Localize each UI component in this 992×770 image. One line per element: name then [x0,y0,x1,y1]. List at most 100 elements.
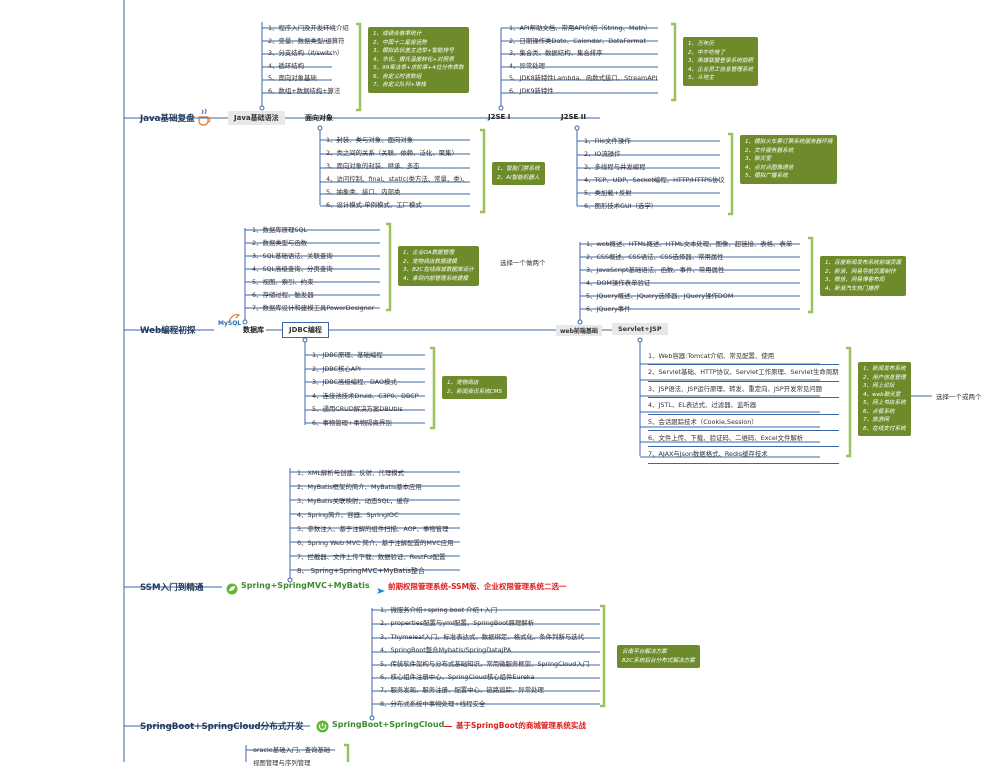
list-jdbc: 1、JDBC原理、基础编程 2、JDBC核心API 3、JDBC高级编程、DAO… [312,349,419,431]
list-item: 5、传统软件架构与分布式基础知识、常用微服务框架、SpringCloud入门 [380,659,590,668]
green-note-syntax: 1、成绩合格率统计 2、中国十二星座运势 3、模拟此状盖主选举+智能排号 4、华… [368,27,469,93]
list-item: 3、面向对象的封装、继承、多态 [326,162,420,170]
node-ssm[interactable]: Spring+SpringMVC+MyBatis [241,581,370,590]
list-item: 6、数组+数据结构+算法 [268,86,341,95]
note-choose-db: 选择一个做两个 [500,259,546,267]
note-line: 1、新闻发布系统 [863,366,906,372]
list-item: 2、类之间的关系（关联、依赖、泛化、聚集） [326,149,458,157]
list-item: 8、分布式系统中事物处理+线程安全 [380,699,486,708]
list-item: 5、类加载+反射 [584,189,632,197]
list-item: 6、设计模式:单例模式、工厂模式 [326,201,422,209]
list-j2se-2: 1、File文件操作 2、IO流操作 3、多线程与并发编程 4、TCP、UDP、… [584,135,725,213]
list-item: 4、异常处理 [509,61,546,70]
list-item: 3、JSP语法、JSP运行原理、转发、重定向、JSP开发常见问题 [648,382,839,399]
list-item: 6、JDK9新特性 [509,86,554,95]
node-servlet-jsp[interactable]: Servlet+JSP [612,323,668,335]
list-item: 4、连接池技术Druid、C3P0、DBCP [312,391,419,400]
list-j2se-1: 1、API帮助文档、常用API介绍（String、Math） 2、日期操作类Da… [509,22,657,97]
list-item: 4、DOM操作表单验证 [586,279,651,287]
green-note-j2se-1: 1、万年历 2、中午吃啥了 3、英雄联盟登录系统拍照 4、企业员工信息管理系统 … [683,37,759,86]
node-springboot[interactable]: SpringBoot+SpringCloud [332,720,445,729]
list-item: 4、SQL高级查询、分页查询 [252,265,333,273]
mysql-logo-text: MySQL [218,320,242,327]
note-line: 7、自定义队列+堆栈 [373,82,426,88]
spring-leaf-icon [226,580,238,599]
note-line: 2、用户信息管理 [863,374,906,381]
power-icon [316,718,329,737]
note-choose-servlet: 选择一个或两个 [936,393,982,401]
node-j2se-1[interactable]: J2SE I [488,113,511,121]
note-line: 3、英雄联盟登录系统拍照 [688,58,754,64]
main-topic-ssm[interactable]: SSM入门到精通 [140,583,204,593]
list-item: 5、视图、索引、约束 [252,278,314,286]
list-item: 2、JDBC核心API [312,364,361,373]
list-ssm: 1、XML解析与创建、反射、代理模式 2、MyBatis框架的简介、MyBati… [297,466,454,578]
list-item: 5、抽象类、接口、内部类 [326,188,401,196]
dash-divider [444,726,452,727]
green-note-jdbc: 1、宠物商店 2、新闻资讯系统CMS [442,376,507,399]
list-servlet: 1、Web容器:Tomcat介绍、常见配置、使用 2、Servlet基础、HTT… [648,349,839,464]
list-item: 1、API帮助文档、常用API介绍（String、Math） [509,24,652,32]
note-line: 6、点餐系统 [863,408,895,415]
list-item: 1、Web容器:Tomcat介绍、常见配置、使用 [648,349,839,366]
list-item: 2、日期操作类Date、Calendar、DataFormat [509,36,646,45]
main-topic-springboot[interactable]: SpringBoot+SpringCloud分布式开发 [140,722,304,732]
node-java-syntax[interactable]: Java基础语法 [228,111,285,125]
list-springboot: 1、微服务介绍+spring boot 介绍+入门 2、properties配置… [380,604,589,711]
list-item: 1、微服务介绍+spring boot 介绍+入门 [380,606,498,614]
ssm-project: 前期权限管理系统-SSM版、企业权限管理系统二选一 [388,582,567,591]
note-line: 8、在线支付系统 [863,425,906,432]
note-line: 2、中国十二星座运势 [373,39,427,46]
list-item: 5、JQuery概述、JQuery选择器、JQuery操作DOM [586,292,734,300]
green-note-springboot: 云南平台解决方案 B2C系统后台分布式解决方案 [617,645,700,668]
list-item: 4、SpringBoot整合Mybatis/SpringDataJPA [380,646,512,655]
node-database[interactable]: 数据库 [243,326,264,334]
green-note-database: 1、企业OA数据管理 2、宠物商店数据建模 3、B2C在线商城数据库设计 4、拿… [398,246,479,286]
note-line: B2C系统后台分布式解决方案 [622,657,695,664]
list-item: 6、事物管理+事物隔离界别 [312,418,392,427]
list-item: 1、封装、类与对象、面向对象 [326,136,414,144]
list-item: oracle基础入门、查询基础 [253,746,331,754]
list-oop: 1、封装、类与对象、面向对象 2、类之间的关系（关联、依赖、泛化、聚集） 3、面… [326,134,469,212]
note-line: 2、新闻资讯系统CMS [447,388,502,395]
list-item: 2、MyBatis框架的简介、MyBatis基本应用 [297,483,422,491]
note-line: 5、模拟广播系统 [745,173,788,179]
arrow-icon [376,581,386,600]
list-item: 2、IO流操作 [584,150,621,158]
list-item: 3、Thymeleaf入门、标准表达式、数据绑定、格式化、条件判断与迭代 [380,632,584,641]
list-item: 3、多线程与并发编程 [584,163,646,171]
green-note-servlet: 1、新闻发布系统 2、用户信息管理 3、网上论坛 4、web聊天室 5、网上书店… [858,362,911,436]
note-line: 4、拿到内部管理系统建模 [403,275,469,282]
list-item: 1、web概述、HTML概述、HTML文本处理、图像、超链接、表格、表单 [586,240,793,248]
note-line: 1、成绩合格率统计 [373,31,422,37]
note-line: 4、新浪汽车热门推荐 [825,285,879,292]
note-line: 4、企业员工信息管理系统 [688,66,754,73]
note-line: 2、中午吃啥了 [688,49,726,56]
list-item: 7、AJAX与Json数据格式、Redis缓存技术 [648,447,839,464]
node-jdbc[interactable]: JDBC编程 [282,322,329,338]
green-note-web-front: 1、百度新闻发布系统前端页面 2、新浪、网易导航页面制作 3、微信、网易博客布局… [820,256,907,296]
list-item: 1、数据库原理SQL [252,226,308,234]
main-topic-java-basics[interactable]: Java基础复盘 [140,114,195,124]
note-line: 1、宠物商店 [447,380,479,386]
list-database: 1、数据库原理SQL 2、数据类型与函数 3、SQL基础语法、关联查询 4、SQ… [252,224,374,315]
list-item: 5、参数注入、基于注解的组件扫描、AOP、事物管理 [297,525,449,533]
note-line: 5、斗地主 [688,75,714,81]
list-item: 4、JSTL、EL表达式、过滤器、监听器 [648,398,839,415]
note-line: 1、模拟火车票订票系统服务器环境 [745,139,833,145]
list-item: 2、CSS概述、CSS语法、CSS选择器、常用属性 [586,253,724,261]
note-line: 2、宠物商店数据建模 [403,258,457,265]
main-topic-web[interactable]: Web编程初探 [140,326,196,336]
note-line: 7、旅游网 [863,417,889,423]
list-item: 6、JQuery事件 [586,305,631,313]
list-item: 3、分支结构（if/switch） [268,49,344,57]
node-oop[interactable]: 面向对象 [305,114,333,122]
list-item: 5、会话跟踪技术（Cookie,Session） [648,415,839,431]
note-line: 2、新浪、网易导航页面制作 [825,268,896,275]
node-j2se-2[interactable]: J2SE II [561,113,586,121]
list-item: 4、Spring简介、容器、SpringIOC [297,511,399,519]
list-item: 视图管理与序列管理 [253,759,311,767]
list-item: 2、properties配置与yml配置、SpringBoot原理解析 [380,619,535,628]
node-web-front[interactable]: web前端基础 [556,325,602,336]
